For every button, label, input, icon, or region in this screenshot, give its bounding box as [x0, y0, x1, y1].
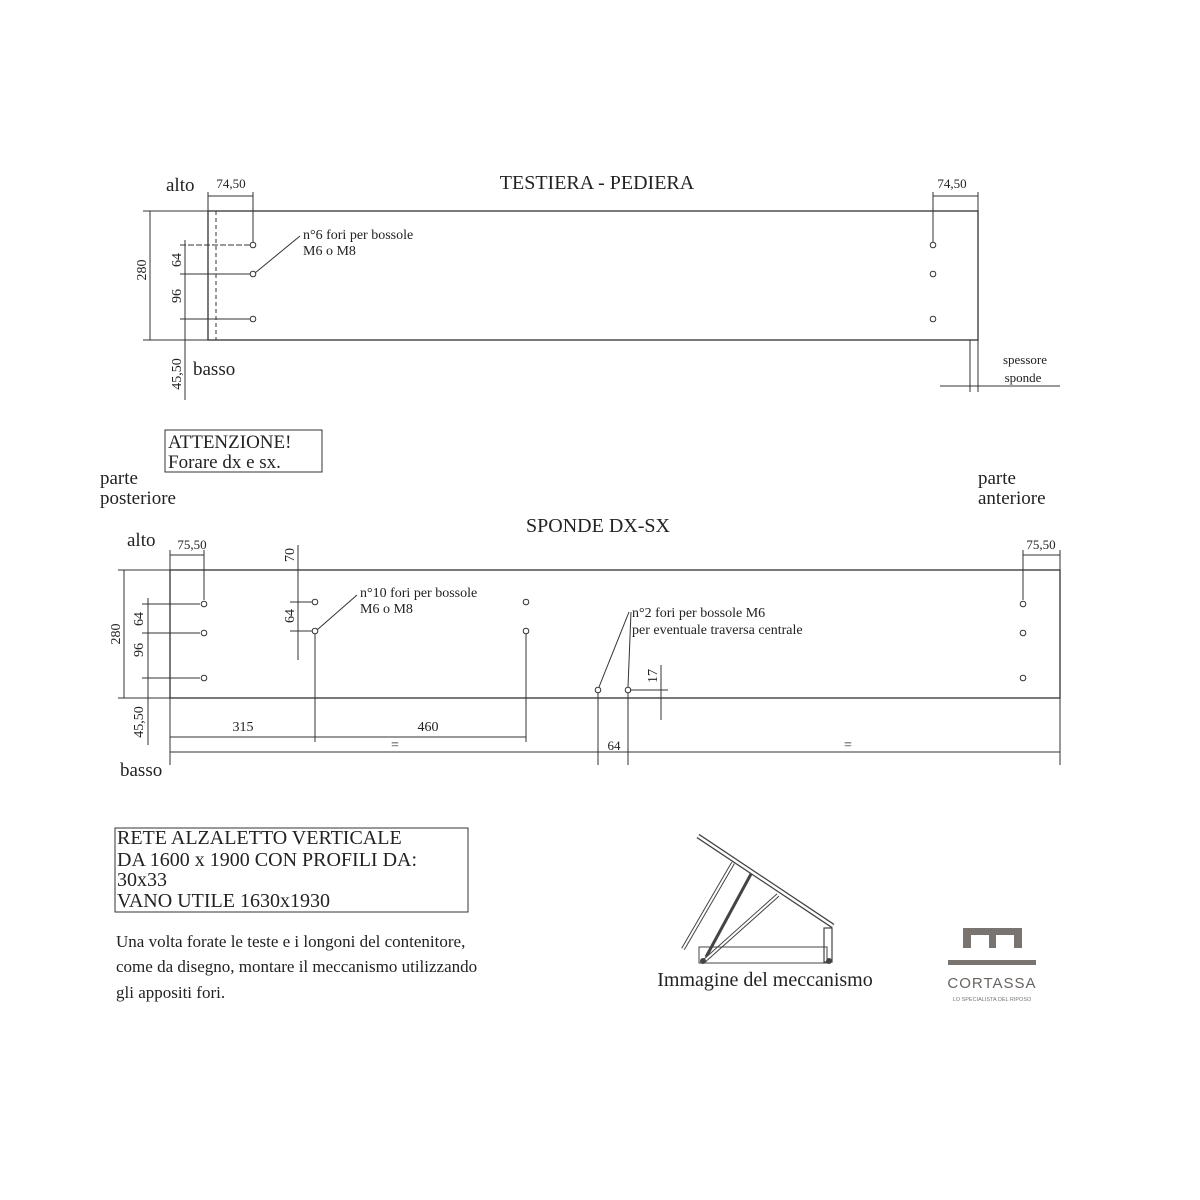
testiera-dim-bottom: 45,50 [170, 358, 185, 390]
hole [929, 270, 937, 278]
sponde-panel: SPONDE DX-SX alto basso 75,50 75,50 280 … [109, 515, 1061, 781]
side-right-1: parte [978, 468, 1016, 489]
sponde-dim-64c: 64 [608, 738, 622, 753]
sponde-dim-64b: 64 [283, 609, 298, 623]
sponde-dim-eq-right: = [844, 738, 852, 753]
spessore-label-2: sponde [1005, 370, 1042, 385]
attenzione-line1: ATTENZIONE! [168, 432, 291, 453]
sponde-note-line2: M6 o M8 [360, 602, 413, 617]
sponde-left-offset: 75,50 [177, 537, 206, 552]
hole [929, 315, 937, 323]
logo-tagline: LO SPECIALISTA DEL RIPOSO [953, 997, 1032, 1003]
testiera-dim-96: 96 [170, 289, 185, 303]
rete-line1: RETE ALZALETTO VERTICALE [117, 827, 402, 849]
testiera-left-offset: 74,50 [216, 176, 245, 191]
sponde-dim-96: 96 [132, 643, 147, 657]
cortassa-logo: CORTASSA LO SPECIALISTA DEL RIPOSO [947, 928, 1036, 1003]
testiera-board [207, 210, 979, 341]
testiera-basso-label: basso [193, 359, 235, 380]
testiera-note-line2: M6 o M8 [303, 244, 356, 259]
side-left-1: parte [100, 468, 138, 489]
instructions-line2: come da disegno, montare il meccanismo u… [116, 957, 477, 976]
sponde-right-offset: 75,50 [1026, 537, 1055, 552]
sponde-dim-eq-left: = [391, 738, 399, 753]
sponde-dim-460: 460 [418, 720, 439, 735]
testiera-dim-64: 64 [170, 253, 185, 267]
sponde-dim-70: 70 [283, 548, 298, 562]
logo-name: CORTASSA [947, 975, 1036, 992]
rete-line4: VANO UTILE 1630x1930 [117, 890, 330, 912]
sponde-board [169, 569, 1061, 699]
attenzione-box: ATTENZIONE! Forare dx e sx. [164, 429, 323, 473]
testiera-title: TESTIERA - PEDIERA [500, 172, 695, 194]
sponde-alto-label: alto [127, 530, 156, 551]
hole [249, 315, 257, 323]
rete-box: RETE ALZALETTO VERTICALE DA 1600 x 1900 … [114, 827, 469, 913]
sponde-note-line1: n°10 fori per bossole [360, 586, 477, 601]
rete-line2: DA 1600 x 1900 CON PROFILI DA: [117, 849, 417, 871]
testiera-height-dim: 280 [135, 260, 150, 281]
sponde-dim-315: 315 [233, 720, 254, 735]
instructions-line1: Una volta forate le teste e i longoni de… [116, 932, 465, 951]
side-left-2: posteriore [100, 488, 176, 509]
testiera-note-line1: n°6 fori per bossole [303, 228, 413, 243]
mechanism-caption: Immagine del meccanismo [657, 969, 872, 991]
leader-line [254, 235, 301, 274]
sponde-dim-17: 17 [646, 669, 661, 683]
sponde-dim-bottom: 45,50 [132, 706, 147, 738]
sponde-basso-label: basso [120, 760, 162, 781]
testiera-right-offset: 74,50 [937, 176, 966, 191]
sponde-dim-64: 64 [132, 612, 147, 626]
sponde-holes [200, 598, 1027, 694]
sponde-title: SPONDE DX-SX [526, 515, 670, 537]
hole [249, 241, 257, 249]
sponde-height-dim: 280 [109, 624, 124, 645]
side-right-2: anteriore [978, 488, 1046, 509]
spessore-label-1: spessore [1003, 352, 1047, 367]
attenzione-line2: Forare dx e sx. [168, 452, 281, 473]
testiera-alto-label: alto [166, 175, 195, 196]
rete-line3: 30x33 [117, 869, 167, 891]
testiera-panel: TESTIERA - PEDIERA alto basso 74,50 74,5… [135, 172, 1060, 400]
hole [929, 241, 937, 249]
instructions-line3: gli appositi fori. [116, 983, 225, 1002]
mechanism-illustration [681, 833, 835, 964]
sponde-note2-line2: per eventuale traversa centrale [632, 623, 803, 638]
sponde-note2-line1: n°2 fori per bossole M6 [632, 606, 765, 621]
hole [249, 270, 257, 278]
